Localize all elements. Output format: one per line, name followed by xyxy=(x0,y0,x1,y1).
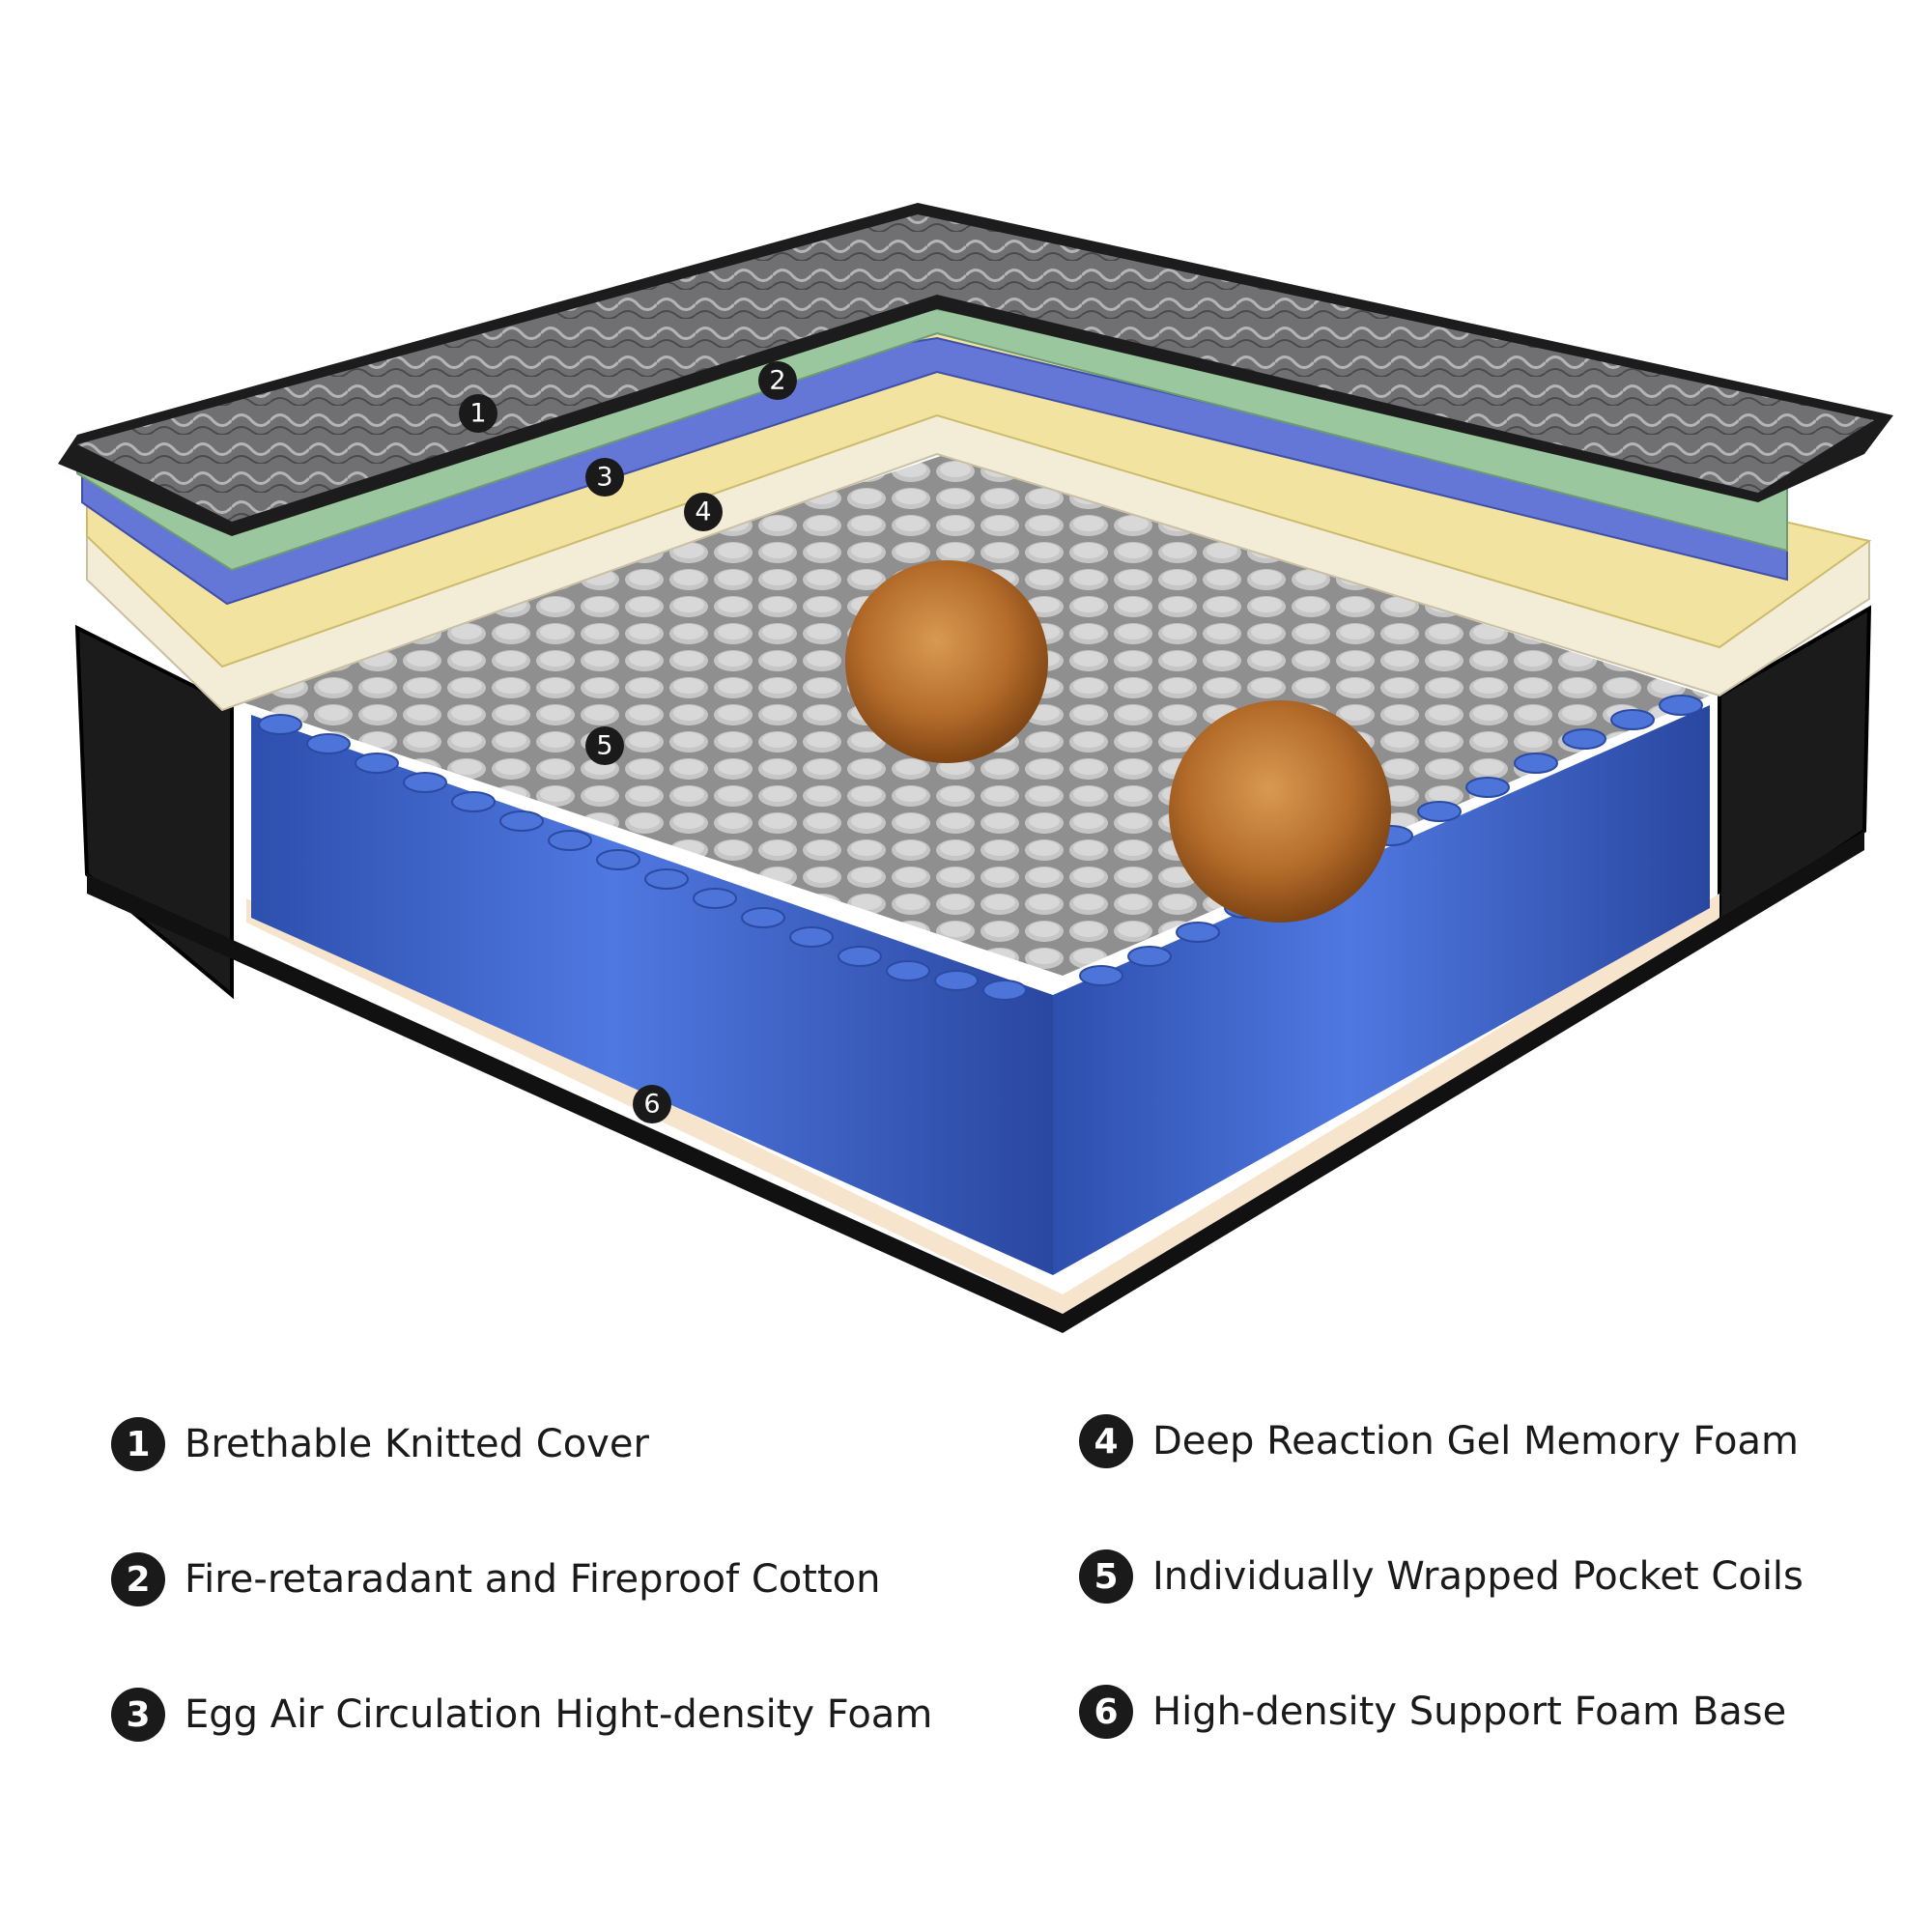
legend-number-6: 6 xyxy=(1079,1685,1133,1739)
marker-3-label: 3 xyxy=(596,463,612,493)
legend-label-1: Brethable Knitted Cover xyxy=(185,1422,649,1466)
marker-3: 3 xyxy=(585,458,624,497)
marker-1-label: 1 xyxy=(469,399,486,429)
legend-item-4: 4 Deep Reaction Gel Memory Foam xyxy=(1079,1412,1799,1470)
marker-2-label: 2 xyxy=(769,366,785,396)
marker-4-label: 4 xyxy=(695,497,711,527)
marker-5: 5 xyxy=(585,726,624,765)
mattress-diagram: 1 2 3 4 5 6 xyxy=(58,203,1893,1333)
coil-tops xyxy=(258,695,1703,1001)
legend-number-4: 4 xyxy=(1079,1414,1133,1468)
marker-6: 6 xyxy=(633,1085,671,1123)
side-panel-left xyxy=(74,624,234,1000)
legend-item-3: 3 Egg Air Circulation Hight-density Foam xyxy=(111,1686,932,1744)
legend-item-5: 5 Individually Wrapped Pocket Coils xyxy=(1079,1548,1804,1605)
marker-5-label: 5 xyxy=(596,731,612,761)
marker-2: 2 xyxy=(758,361,797,400)
legend-label-4: Deep Reaction Gel Memory Foam xyxy=(1152,1419,1799,1463)
steel-ball-1 xyxy=(845,560,1048,763)
legend-number-1: 1 xyxy=(111,1417,165,1471)
legend-label-3: Egg Air Circulation Hight-density Foam xyxy=(185,1692,933,1737)
marker-6-label: 6 xyxy=(643,1090,660,1120)
marker-4: 4 xyxy=(684,493,723,531)
legend-item-1: 1 Brethable Knitted Cover xyxy=(111,1415,649,1473)
pocket-coil-rows-front xyxy=(251,705,1710,1275)
steel-ball-2 xyxy=(1169,700,1391,923)
legend-item-2: 2 Fire-retaradant and Fireproof Cotton xyxy=(111,1550,880,1608)
legend-label-5: Individually Wrapped Pocket Coils xyxy=(1152,1554,1804,1599)
legend-number-3: 3 xyxy=(111,1688,165,1742)
legend-label-2: Fire-retaradant and Fireproof Cotton xyxy=(185,1557,881,1602)
legend: 1 Brethable Knitted Cover 2 Fire-retarad… xyxy=(0,1391,1932,1835)
legend-label-6: High-density Support Foam Base xyxy=(1152,1690,1787,1734)
knitted-cover-layer xyxy=(58,203,1893,536)
legend-number-2: 2 xyxy=(111,1552,165,1606)
marker-1: 1 xyxy=(459,394,497,433)
legend-number-5: 5 xyxy=(1079,1549,1133,1604)
legend-item-6: 6 High-density Support Foam Base xyxy=(1079,1683,1786,1741)
